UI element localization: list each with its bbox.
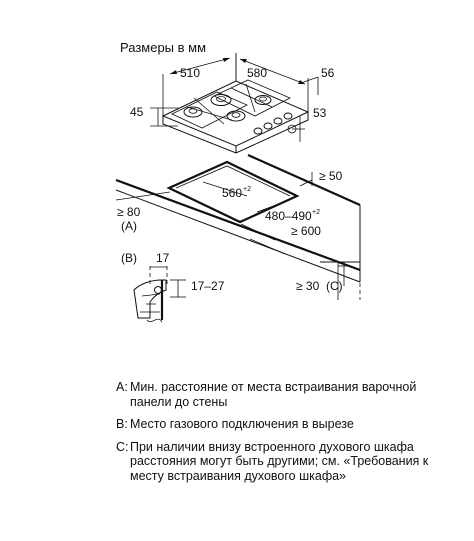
- knob-2: [263, 122, 273, 130]
- worktop-front-edge: [115, 178, 361, 272]
- dim-480-490-tolerance: +2: [312, 209, 320, 216]
- legend-item-c: C: При наличии внизу встроенного духовог…: [116, 440, 461, 484]
- marker-c: (C): [326, 279, 343, 293]
- marker-a: (A): [121, 219, 137, 233]
- dim-480-490: 480–490: [265, 209, 312, 223]
- dim-ge-80: ≥ 80: [117, 205, 141, 219]
- legend-item-b: B: Место газового подключения в вырезе: [116, 417, 461, 432]
- knob-1: [253, 127, 263, 135]
- dim-56: 56: [321, 66, 335, 80]
- worktop-cutout: [166, 160, 300, 224]
- dim-560-tolerance: +2: [243, 186, 251, 193]
- burner-front-left: [183, 106, 203, 118]
- hob-drawing: [161, 79, 310, 154]
- legend-text: Мин. расстояние от места встраивания вар…: [130, 380, 417, 409]
- burner-rear-right: [254, 95, 272, 105]
- knob-4: [283, 112, 293, 120]
- legend-text: При наличии внизу встроенного духового ш…: [130, 439, 429, 483]
- pan-support-right: [213, 79, 291, 117]
- legend-text: Место газового подключения в вырезе: [130, 417, 354, 431]
- burner-rear-left: [210, 94, 232, 106]
- worktop-wall-edge: [247, 153, 361, 207]
- knob-3: [273, 117, 283, 125]
- dim-ge-600: ≥ 600: [291, 224, 321, 238]
- dim-17-27: 17–27: [191, 279, 225, 293]
- dim-17: 17: [156, 251, 170, 265]
- diagram-title: Размеры в мм: [120, 40, 207, 55]
- hob-section: [133, 279, 167, 319]
- legend-key: C:: [116, 439, 129, 454]
- dim-560: 560: [222, 186, 242, 200]
- worktop-dimension-lines: [115, 172, 313, 255]
- marker-b: (B): [121, 251, 137, 265]
- legend: A: Мин. расстояние от места встраивания …: [116, 380, 461, 491]
- dim-45: 45: [130, 105, 144, 119]
- legend-item-a: A: Мин. расстояние от места встраивания …: [116, 380, 461, 409]
- dim-53: 53: [313, 106, 327, 120]
- legend-key: A:: [116, 380, 128, 394]
- pan-support-left: [171, 91, 248, 129]
- dim-510: 510: [180, 66, 200, 80]
- worktop-drawing: [115, 153, 361, 283]
- gas-pipe: [154, 286, 162, 294]
- dim-580: 580: [247, 66, 267, 80]
- dim-ge-50: ≥ 50: [319, 169, 343, 183]
- legend-key: B:: [116, 417, 128, 431]
- section-drawing: [133, 261, 361, 323]
- burner-front-right: [226, 110, 246, 122]
- dim-ge-30: ≥ 30: [296, 279, 320, 293]
- hob-dimension-lines: [150, 53, 319, 142]
